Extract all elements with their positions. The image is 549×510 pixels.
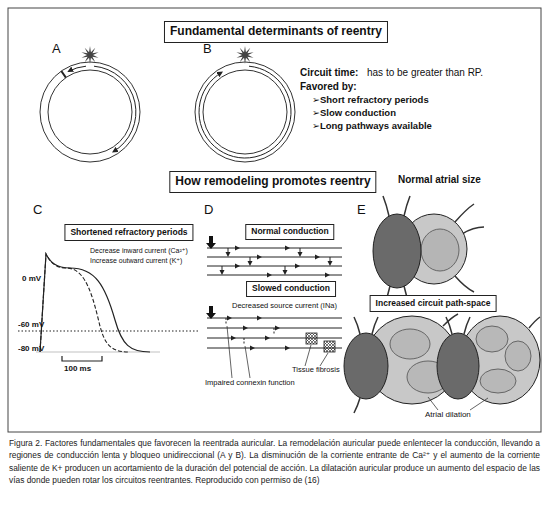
gap-junction [244, 338, 245, 344]
right-atrium [373, 214, 421, 288]
note-heading: Favored by: [300, 81, 357, 93]
box-text: Normal conduction [251, 227, 328, 236]
bullet-item: ➢Long pathways available [312, 121, 432, 132]
fibrosis-patch [324, 341, 335, 352]
box-text: Increased circuit path-space [376, 299, 491, 308]
annotation: Tissue fibrosis [292, 366, 340, 375]
junction-arrows [220, 252, 333, 275]
vein [443, 314, 458, 326]
vein [455, 276, 474, 292]
scale-bar [62, 356, 102, 361]
vein [383, 196, 389, 216]
annotation: Impaired connexin function [205, 379, 295, 388]
stimulus-arrow [206, 236, 216, 249]
fiber-line [207, 266, 342, 267]
vein [354, 398, 360, 413]
stimulus-star [81, 46, 98, 64]
reentry-circuit [480, 369, 516, 393]
curve-annotation: Decrease inward current (Ca²⁺) [90, 247, 188, 255]
fiber-lines [207, 248, 342, 275]
wavefront-arrow [68, 66, 86, 71]
gap-junction [226, 318, 227, 324]
leader-line [428, 397, 438, 410]
ring-outer [40, 62, 140, 162]
conduction-arrows [227, 316, 290, 351]
panel-letter: A [52, 42, 61, 57]
panel-heading: Shortened refractory periods [64, 224, 193, 241]
stimulus-star [236, 46, 253, 64]
leader-line [227, 326, 232, 378]
fiber-line [207, 257, 342, 258]
stimulus-arrow [206, 306, 216, 319]
ring-inner [48, 70, 132, 154]
reentry-circuit [476, 326, 508, 352]
vein [462, 227, 484, 234]
scale-label: 100 ms [64, 364, 91, 373]
axis-label: -80 mV [18, 344, 44, 353]
action-potential-curve [40, 254, 150, 352]
bullet-item: ➢Short refractory periods [312, 95, 429, 106]
leader-lines [428, 397, 488, 410]
shortened-ap-curve [40, 254, 130, 352]
threshold-line [18, 330, 200, 331]
annotation: Atrial dilation [425, 410, 471, 419]
vein [455, 204, 474, 222]
gap-junction [274, 328, 275, 334]
leader-line [305, 345, 311, 366]
reentry-circuit [421, 229, 459, 271]
wavefront-arrow [94, 66, 136, 152]
section-heading: Fundamental determinants of reentry [164, 21, 388, 43]
reentry-circuit [390, 329, 430, 359]
fiber-lines [207, 318, 342, 348]
box-text: Shortened refractory periods [70, 228, 187, 237]
leader-line [245, 346, 250, 378]
box-text: Fundamental determinants of reentry [170, 25, 382, 38]
right-atrium [344, 333, 388, 399]
panel-letter: B [203, 42, 212, 57]
vein [529, 317, 540, 328]
panel-heading: Normal conduction [245, 224, 334, 240]
figure-frame [8, 8, 541, 432]
vein [404, 196, 410, 216]
panel-heading: Slowed conduction [246, 281, 336, 297]
note-heading: Circuit time: [300, 67, 358, 79]
axis-label: -60 mV [18, 320, 44, 329]
fiber-line [207, 338, 342, 339]
bullet-item: ➢Slow conduction [312, 108, 396, 119]
section-heading: How remodeling promotes reentry [169, 171, 376, 193]
annotation: Decreased source current (INa) [232, 302, 337, 311]
block-bar [61, 71, 66, 78]
box-text: Slowed conduction [252, 284, 330, 293]
leader-line [470, 398, 488, 410]
fiber-line [207, 348, 342, 349]
curve-annotation: Increase outward current (K⁺) [90, 257, 182, 265]
axis-label: 0 mV [22, 274, 41, 283]
panel-heading: Increased circuit path-space [370, 295, 497, 312]
ring-outer [195, 62, 295, 162]
fibrosis-patch [306, 333, 317, 344]
vein [354, 317, 360, 334]
ring-inner [203, 70, 287, 154]
box-text: How remodeling promotes reentry [175, 175, 370, 188]
panel-letter: E [357, 203, 366, 218]
reentry-arrow [199, 66, 291, 158]
note-text: has to be greater than RP. [367, 67, 483, 79]
panel-letter: D [204, 203, 213, 218]
fiber-line [207, 275, 342, 276]
panel-heading: Normal atrial size [398, 174, 481, 186]
fiber-line [207, 248, 342, 249]
panel-letter: C [33, 203, 42, 218]
figure-caption: Figura 2. Factores fundamentales que fav… [9, 437, 540, 486]
leader-line [320, 353, 328, 366]
right-atrium [437, 333, 479, 399]
reentry-circuit [505, 341, 531, 371]
